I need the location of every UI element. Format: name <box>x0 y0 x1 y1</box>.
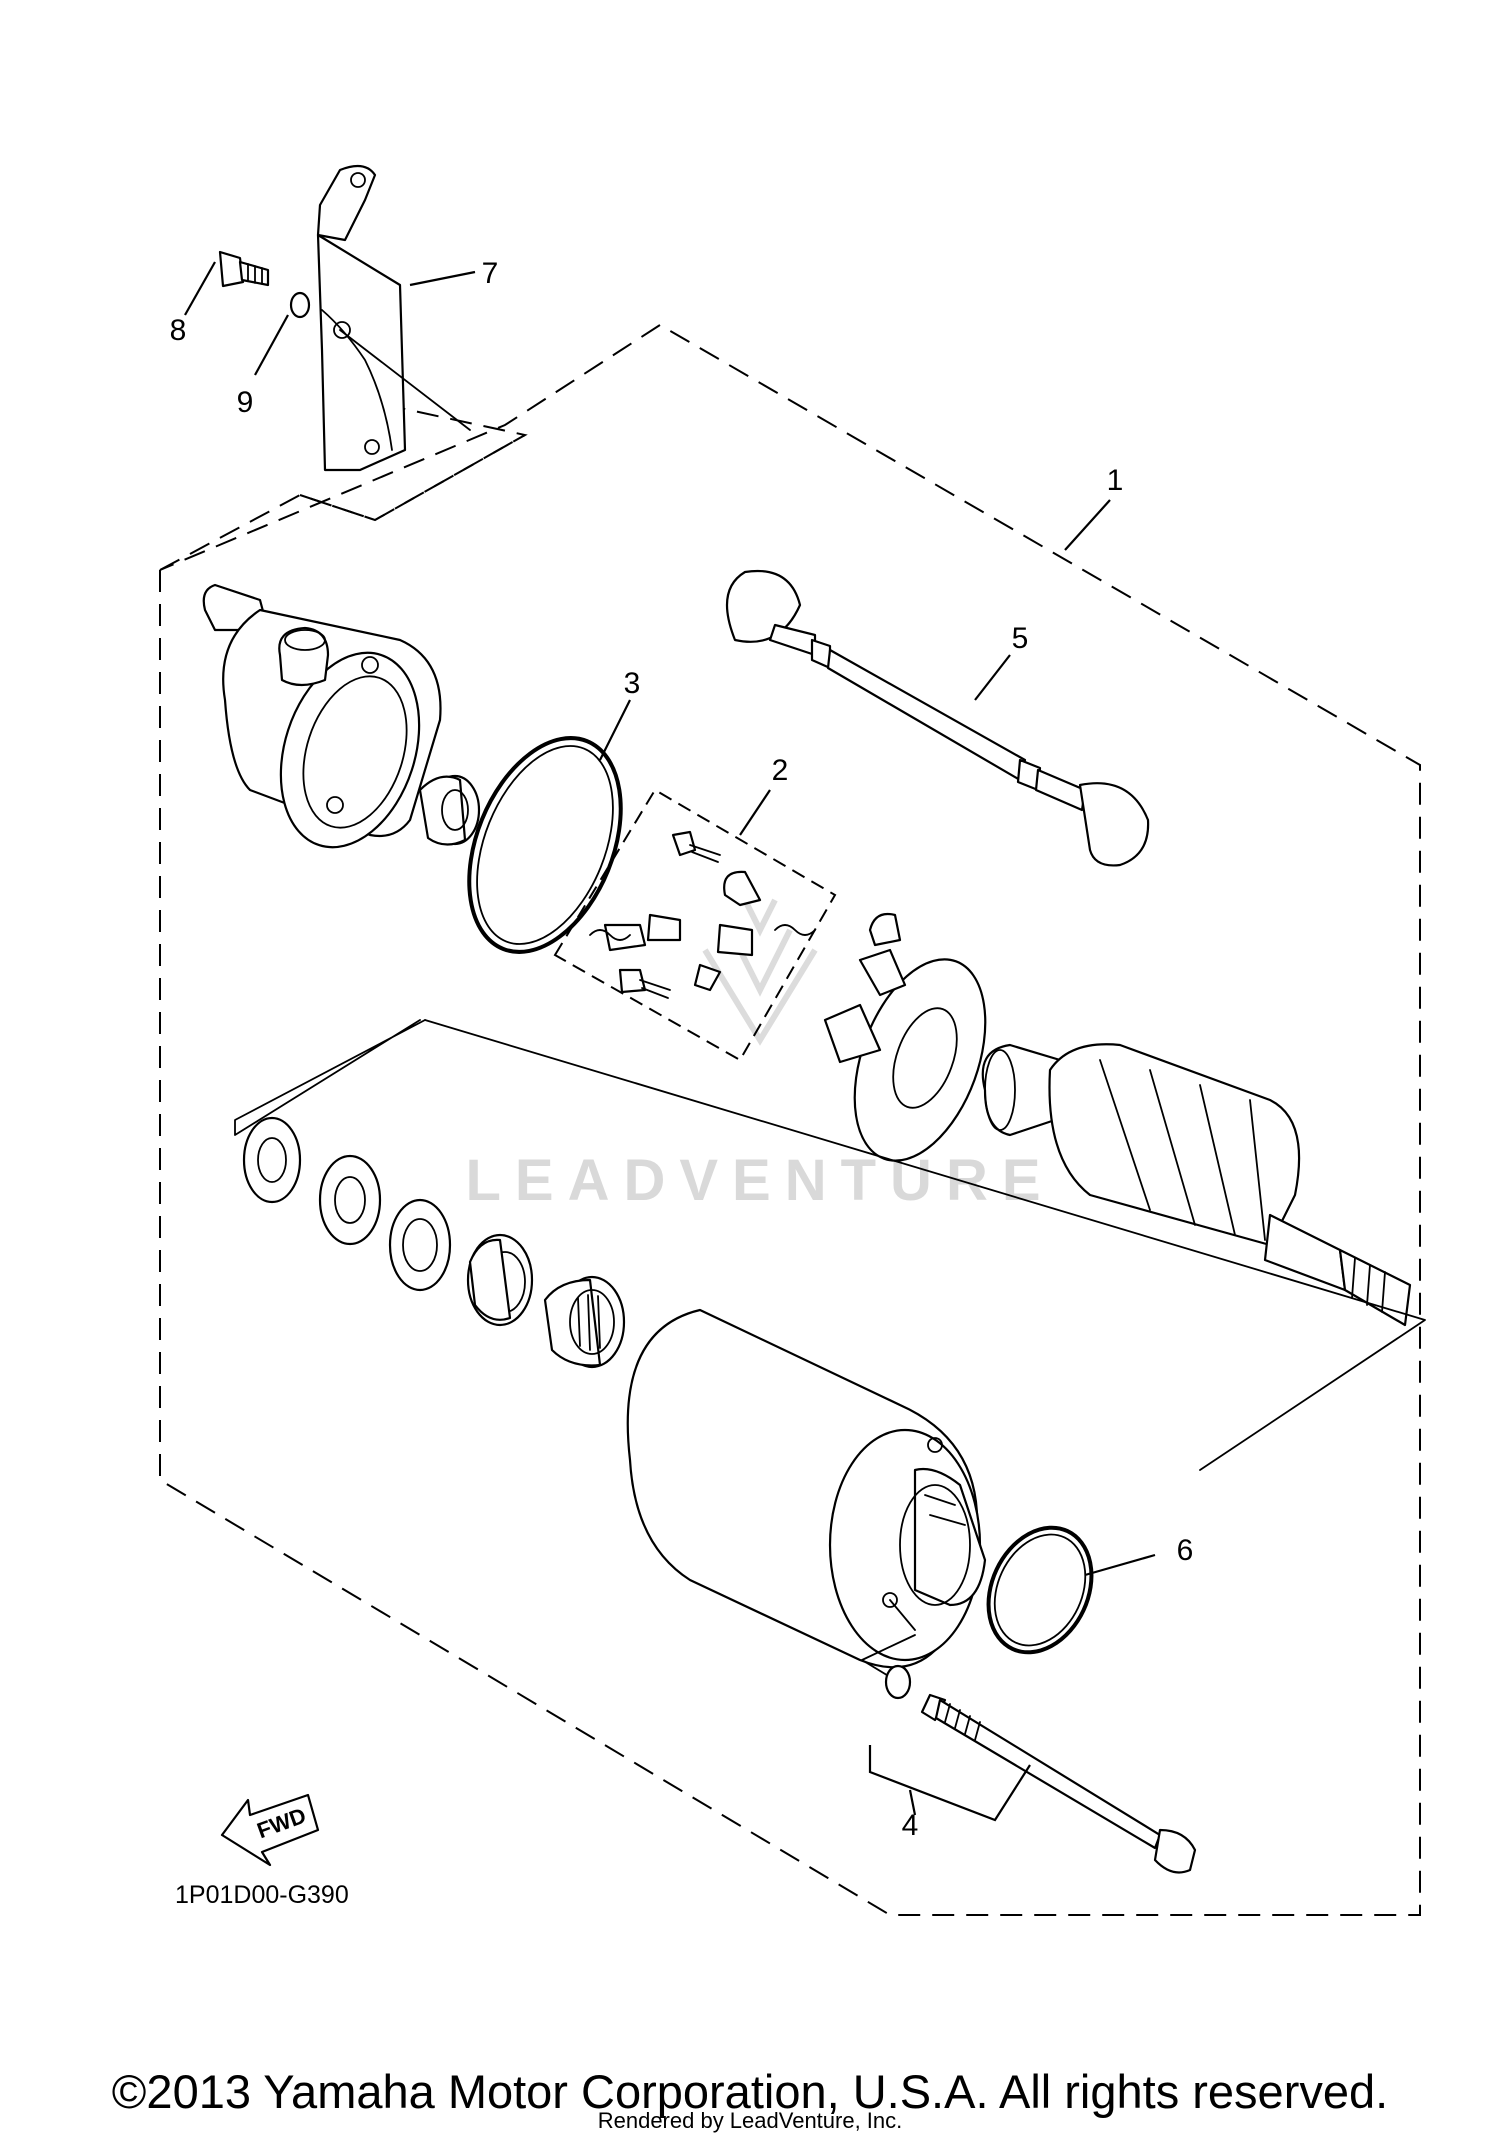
callout-5: 5 <box>1012 622 1029 655</box>
lower-assembly-connectors <box>234 1019 1426 1471</box>
watermark-logo-icon <box>702 898 818 1046</box>
callout-2: 2 <box>772 754 789 787</box>
watermark-text: LEADVENTURE <box>465 1148 1054 1213</box>
bushing <box>418 774 481 846</box>
part-8-bolt <box>218 250 270 288</box>
starter-motor-assembly-outline <box>159 323 1421 1916</box>
part-3-o-ring <box>467 736 623 954</box>
oil-seal <box>466 1233 534 1327</box>
callout-labels: 1 2 3 4 5 6 7 8 9 <box>170 257 1194 1842</box>
part-5-rod <box>725 569 1150 867</box>
callout-1: 1 <box>1107 464 1124 497</box>
part-4-bolt-set <box>861 1634 1197 1874</box>
assembly-dashed-boundary <box>159 323 1421 1916</box>
part-7-bracket <box>316 164 471 472</box>
callout-7: 7 <box>482 257 499 290</box>
callout-8: 8 <box>170 314 187 347</box>
bracket-dashed-connector <box>159 434 526 571</box>
copyright-notice: ©2013 Yamaha Motor Corporation, U.S.A. A… <box>112 2065 1388 2118</box>
callout-leader-lines <box>184 261 1156 1816</box>
callout-6: 6 <box>1177 1534 1194 1567</box>
rendered-by-credit: Rendered by LeadVenture, Inc. <box>598 2108 903 2133</box>
callout-9: 9 <box>237 386 254 419</box>
part-9-washer <box>289 291 311 319</box>
brush-holder-plate <box>823 912 987 1162</box>
part-6-o-ring <box>986 1525 1094 1655</box>
fwd-direction-arrow: FWD <box>220 1793 320 1867</box>
part-2-brush-set <box>553 788 837 1062</box>
callout-3: 3 <box>624 667 641 700</box>
front-housing <box>202 583 442 849</box>
yoke-body <box>626 1308 987 1669</box>
bracket-dashed-link <box>299 394 528 522</box>
fwd-arrow-icon <box>220 1793 320 1867</box>
thrust-washers <box>242 1116 452 1292</box>
leadventure-watermark: LEADVENTURE <box>465 898 1054 1213</box>
callout-4: 4 <box>902 1809 919 1842</box>
needle-bearing <box>543 1275 626 1369</box>
armature <box>981 1043 1412 1327</box>
drawing-code: 1P01D00-G390 <box>175 1881 349 1909</box>
